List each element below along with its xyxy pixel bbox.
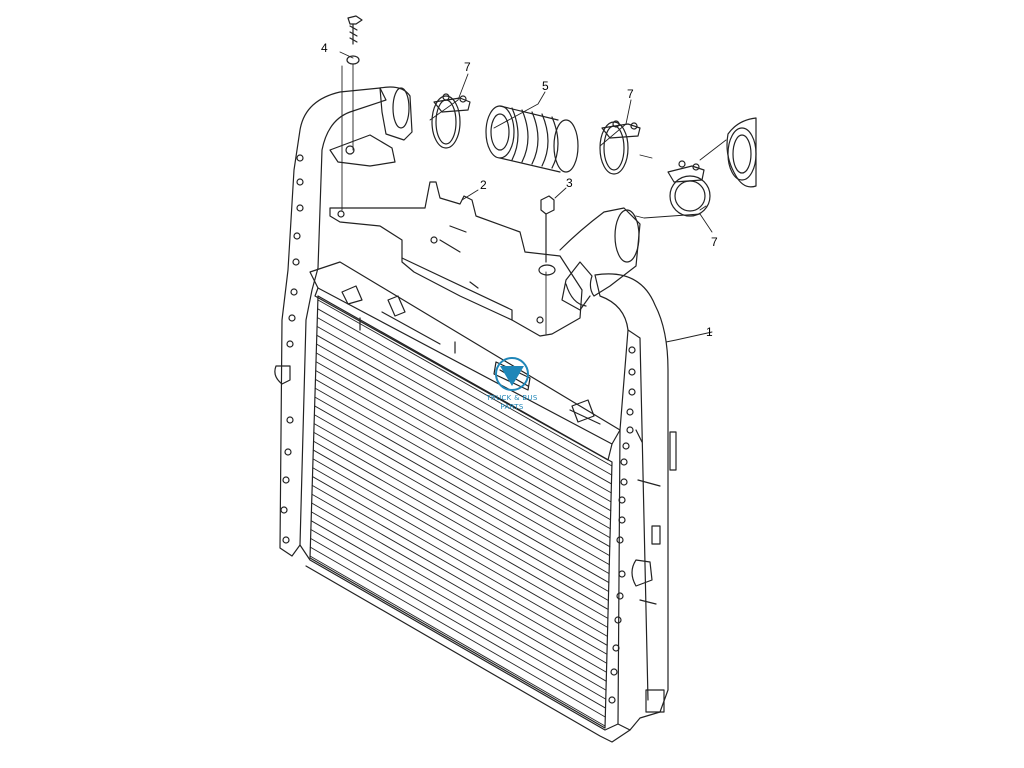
callout-4: 4	[321, 41, 328, 55]
core-fin	[313, 440, 609, 610]
core-fin	[317, 299, 613, 467]
callout-7-right: 7	[711, 235, 718, 249]
core-fin	[310, 529, 607, 700]
core-fin	[316, 317, 612, 485]
core-fin	[312, 476, 608, 646]
core-fin	[310, 520, 607, 691]
core-fin	[313, 423, 610, 592]
core-fin	[316, 343, 612, 512]
mounting-bolt-boss	[282, 476, 290, 484]
mounting-bolt-boss	[628, 368, 636, 376]
mounting-bolt-boss	[612, 644, 620, 652]
callout-7-left: 7	[464, 60, 471, 74]
mounting-bolt-boss	[280, 506, 288, 514]
mounting-bolt-boss	[626, 426, 634, 434]
intercooler-core	[309, 295, 613, 729]
core-fin	[312, 449, 609, 619]
core-fin	[309, 555, 606, 727]
callout-1: 1	[706, 325, 713, 339]
core-fin	[314, 387, 611, 557]
mounting-bolt-boss	[288, 314, 296, 322]
core-fin	[317, 308, 613, 476]
core-fin	[316, 326, 612, 494]
mounting-bolt-boss	[296, 178, 304, 186]
core-fin	[312, 467, 608, 637]
core-fin	[313, 414, 610, 584]
mounting-bolt-boss	[286, 416, 294, 424]
mounting-bolt-boss	[290, 288, 298, 296]
core-fin	[314, 405, 610, 575]
mounting-bolt-boss	[626, 408, 634, 416]
mounting-bolt-boss	[296, 204, 304, 212]
mounting-bracket	[329, 181, 583, 337]
leader-lines	[339, 51, 727, 343]
mounting-bolt-boss	[616, 592, 624, 600]
hose-clamp-middle	[599, 120, 641, 175]
mounting-bolt-boss	[293, 232, 301, 240]
callout-7-middle: 7	[627, 87, 634, 101]
mounting-bolt-boss	[622, 442, 630, 450]
mounting-bolt-boss	[614, 616, 622, 624]
watermark-line-2: PARTS	[500, 403, 523, 411]
mounting-bolt-boss	[620, 458, 628, 466]
core-fin	[315, 352, 612, 521]
mounting-bolt-boss	[282, 536, 290, 544]
turbo-pipe-end	[726, 117, 757, 188]
watermark-line-1: TRUCK & BUS	[485, 394, 538, 402]
hose-clamp-left	[431, 93, 471, 149]
callout-5: 5	[542, 79, 549, 93]
mounting-bolt-boss	[616, 536, 624, 544]
mounting-bolt-boss	[628, 388, 636, 396]
mounting-bolt-boss	[618, 496, 626, 504]
core-fin	[311, 493, 608, 664]
bolt-part-3	[538, 195, 556, 276]
core-fin	[315, 370, 611, 539]
core-fin	[310, 537, 606, 709]
core-fin	[315, 361, 611, 530]
intercooler-top-bar	[309, 261, 621, 445]
core-fin	[314, 396, 610, 566]
mounting-bolt-boss	[608, 696, 616, 704]
hose-part-5	[485, 105, 579, 173]
core-fin	[312, 458, 609, 628]
core-fin	[313, 431, 609, 601]
mounting-bolt-boss	[292, 258, 300, 266]
watermark-logo-icon	[495, 357, 529, 391]
left-inlet-pipe	[329, 86, 413, 167]
mounting-bolt-boss	[284, 448, 292, 456]
watermark: TRUCK & BUS PARTS	[485, 357, 538, 411]
hose-clamp-right	[667, 160, 711, 217]
mounting-bolt-boss	[286, 340, 294, 348]
callout-labels: 4 7 5 7 2 3 7 1	[321, 41, 718, 339]
core-fin	[315, 378, 611, 548]
callout-2: 2	[480, 178, 487, 192]
mounting-bolt-boss	[620, 478, 628, 486]
screw-part-4	[346, 15, 363, 65]
core-fin	[309, 546, 606, 718]
core-fin	[310, 511, 607, 682]
callout-3: 3	[566, 176, 573, 190]
mounting-bolt-boss	[296, 154, 304, 162]
core-fin	[311, 502, 607, 673]
intercooler-assembly	[274, 87, 677, 743]
core-fin	[311, 484, 608, 655]
mounting-bolt-boss	[618, 516, 626, 524]
mounting-bolt-boss	[610, 668, 618, 676]
mounting-bolt-boss	[618, 570, 626, 578]
core-fin	[316, 334, 612, 503]
intercooler-right-tank	[594, 273, 669, 731]
intercooler-left-tank	[279, 87, 387, 557]
right-outlet-pipe	[559, 207, 641, 311]
mounting-bolt-boss	[628, 346, 636, 354]
